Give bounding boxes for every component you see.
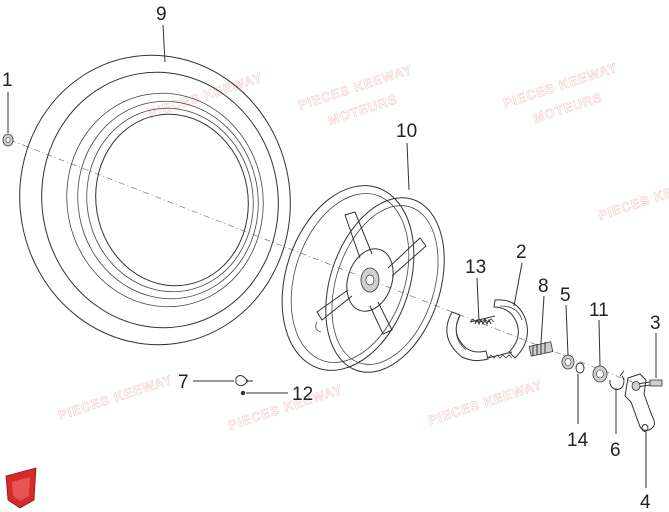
watermark-text: PIECES KEEWAY <box>146 70 264 121</box>
callout-6: 6 <box>610 440 621 461</box>
pin-part-12 <box>240 390 246 396</box>
axle-centre-line <box>9 139 641 386</box>
brake-shoes-part-2 <box>446 299 528 362</box>
cam-shaft-part-8 <box>528 341 554 357</box>
watermark-group: PIECES KEEWAY PIECES KEEWAY PIECES KEEWA… <box>56 59 669 433</box>
leader-line-13 <box>476 277 480 323</box>
callout-3: 3 <box>650 313 661 334</box>
callout-labels: 9 1 10 2 13 8 5 11 3 14 6 4 7 12 <box>2 4 661 512</box>
watermark-text: PIECES KEEWAY <box>426 377 544 428</box>
callout-8: 8 <box>538 276 549 297</box>
callout-10: 10 <box>396 121 417 142</box>
o-ring-part-14 <box>575 362 585 374</box>
seal-part-11 <box>592 365 608 383</box>
washer-part-5 <box>561 354 575 370</box>
callout-13: 13 <box>465 257 486 278</box>
brake-arm-part-4 <box>624 373 655 432</box>
callout-14: 14 <box>567 430 589 451</box>
indicator-plate-part-6 <box>609 370 625 390</box>
watermark-text: PIECES KEEWAY <box>226 382 344 433</box>
leader-line-11 <box>598 319 601 367</box>
callout-1: 1 <box>2 70 13 91</box>
spring-part-13 <box>474 318 492 326</box>
leader-line-2 <box>513 262 523 307</box>
callout-5: 5 <box>560 285 571 306</box>
callout-11: 11 <box>589 300 609 321</box>
callout-9: 9 <box>156 4 167 25</box>
leader-line-5 <box>565 304 569 356</box>
callout-12: 12 <box>292 384 313 405</box>
watermark-text: PIECES KEEWAY <box>596 172 669 223</box>
cotter-pin-part-7 <box>235 375 253 387</box>
watermark-text: PIECES KEEWAY <box>56 372 174 423</box>
brand-logo <box>5 467 37 509</box>
rim-part-10 <box>281 185 445 373</box>
tire-part-9 <box>19 54 291 346</box>
nut-part-1 <box>2 133 14 147</box>
leader-line-10 <box>406 142 410 191</box>
leader-line-8 <box>540 295 545 344</box>
bolt-part-3 <box>636 379 663 388</box>
callout-7: 7 <box>178 372 189 393</box>
callout-2: 2 <box>516 242 527 263</box>
leader-lines <box>7 24 657 488</box>
callout-4: 4 <box>640 492 651 512</box>
leader-line-9 <box>162 24 166 63</box>
